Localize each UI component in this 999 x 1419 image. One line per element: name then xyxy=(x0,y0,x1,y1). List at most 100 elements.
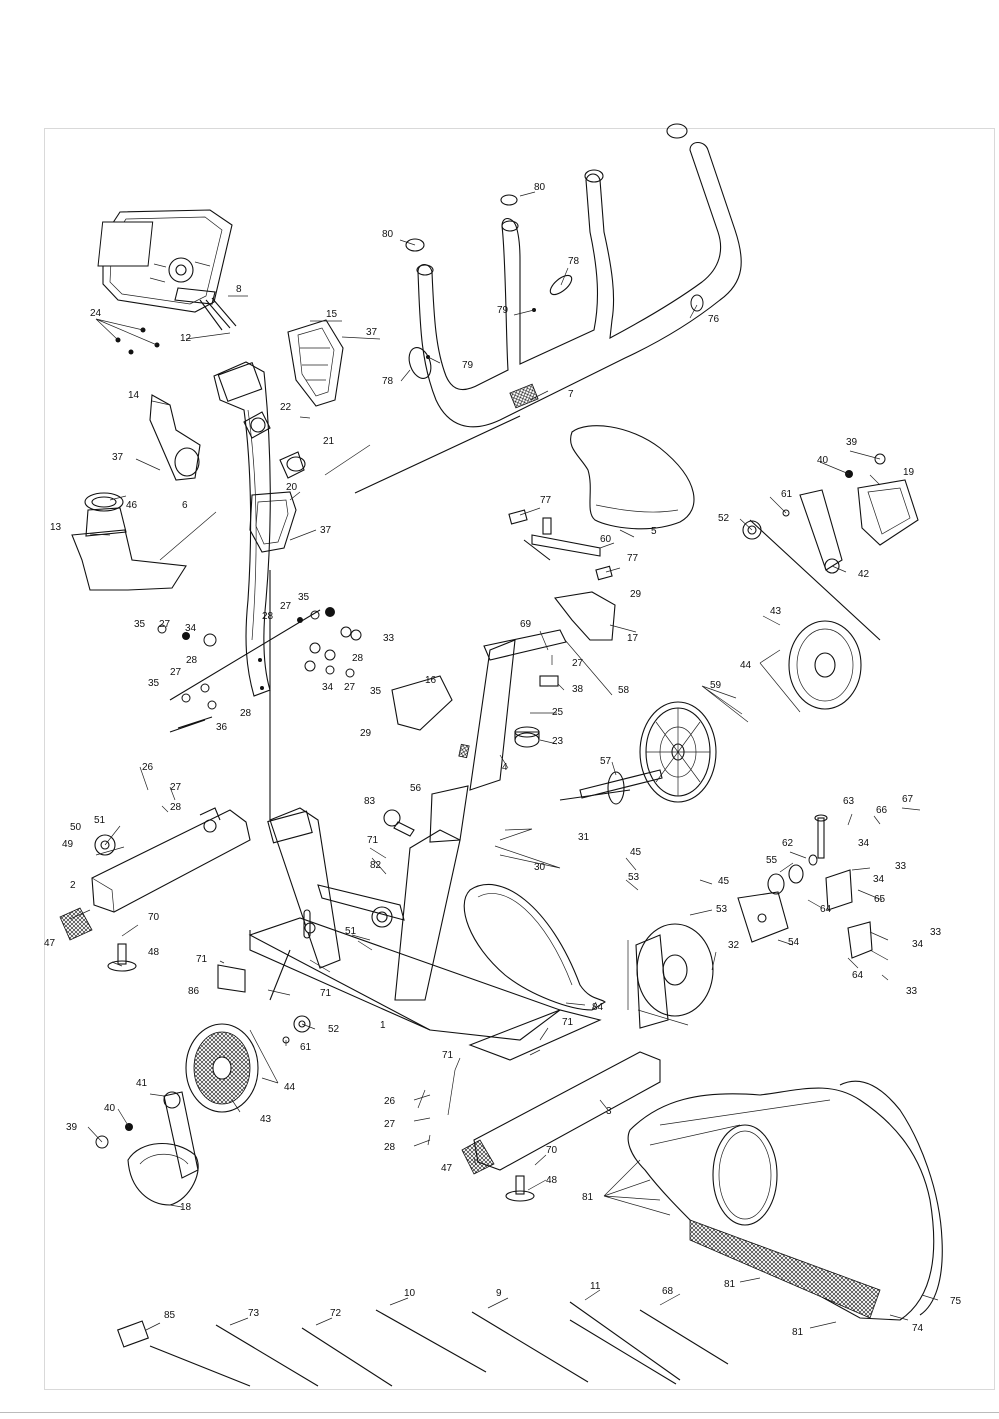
label-13: 13 xyxy=(50,522,62,533)
label-37-b: 37 xyxy=(112,452,124,463)
label-70-a: 70 xyxy=(148,912,160,923)
label-8: 8 xyxy=(236,284,242,295)
label-20: 20 xyxy=(286,482,298,493)
plate-86 xyxy=(217,964,246,993)
label-26-b: 26 xyxy=(384,1096,396,1107)
label-23: 23 xyxy=(552,736,564,747)
bracket-54 xyxy=(737,891,789,943)
adapter-85 xyxy=(117,1320,251,1387)
label-46: 46 xyxy=(126,500,138,511)
label-80-a: 80 xyxy=(382,229,394,240)
label-40-a: 40 xyxy=(817,455,829,466)
label-32: 32 xyxy=(728,940,740,951)
label-83: 83 xyxy=(364,796,376,807)
label-17: 17 xyxy=(627,633,639,644)
leader-lines xyxy=(69,191,939,1331)
label-28-e: 28 xyxy=(170,802,182,813)
seat-rail-60 xyxy=(531,517,601,557)
label-58: 58 xyxy=(618,685,630,696)
pulse-sensors-78 xyxy=(408,274,573,379)
label-64-a: 64 xyxy=(820,904,832,915)
idler-55-62 xyxy=(767,854,818,895)
side-cover-74 xyxy=(627,1080,943,1321)
label-84: 84 xyxy=(592,1002,604,1013)
label-29-a: 29 xyxy=(630,589,642,600)
label-71-d: 71 xyxy=(562,1017,574,1028)
label-45-b: 45 xyxy=(718,876,730,887)
label-27-f: 27 xyxy=(170,782,182,793)
label-27-g: 27 xyxy=(384,1119,396,1130)
label-33-c: 33 xyxy=(930,927,942,938)
label-41: 41 xyxy=(136,1078,148,1089)
label-78-a: 78 xyxy=(568,256,580,267)
label-27-d: 27 xyxy=(344,682,356,693)
label-77-b: 77 xyxy=(627,553,639,564)
label-9: 9 xyxy=(496,1288,502,1299)
label-30: 30 xyxy=(534,862,546,873)
label-49: 49 xyxy=(62,839,74,850)
label-79-b: 79 xyxy=(462,360,474,371)
label-34-d: 34 xyxy=(873,874,885,885)
label-28-a: 28 xyxy=(262,611,274,622)
label-75: 75 xyxy=(950,1296,962,1307)
seat-caps-77 xyxy=(508,509,613,581)
label-34-c: 34 xyxy=(858,838,870,849)
cup-holder-13 xyxy=(71,492,187,591)
crank-hardware-right xyxy=(742,453,886,540)
label-65: 65 xyxy=(874,894,886,905)
label-22: 22 xyxy=(280,402,292,413)
flywheel-32 xyxy=(627,923,714,1029)
label-38: 38 xyxy=(572,684,584,695)
cover-14 xyxy=(149,394,201,481)
label-35-c: 35 xyxy=(370,686,382,697)
label-25: 25 xyxy=(552,707,564,718)
label-60: 60 xyxy=(600,534,612,545)
label-71-b: 71 xyxy=(196,954,208,965)
bottom-rule xyxy=(0,1412,999,1413)
label-37-a: 37 xyxy=(366,327,378,338)
seat-5 xyxy=(570,425,695,530)
screws-24 xyxy=(115,327,160,355)
label-57: 57 xyxy=(600,756,612,767)
label-35-a: 35 xyxy=(298,592,310,603)
label-44-a: 44 xyxy=(740,660,752,671)
label-68: 68 xyxy=(662,1286,674,1297)
bolts-left-cluster xyxy=(157,607,362,733)
axle-57 xyxy=(579,769,663,805)
label-47-b: 47 xyxy=(441,1163,453,1174)
label-56: 56 xyxy=(410,783,422,794)
label-33-d: 33 xyxy=(906,986,918,997)
label-54: 54 xyxy=(788,937,800,948)
label-48-a: 48 xyxy=(148,947,160,958)
label-4: 4 xyxy=(502,762,508,773)
transport-wheel-50 xyxy=(94,834,116,856)
front-stabilizer-2 xyxy=(91,807,251,913)
label-10: 10 xyxy=(404,1288,416,1299)
label-5: 5 xyxy=(651,526,657,537)
label-63: 63 xyxy=(843,796,855,807)
disc-cover-43-right xyxy=(788,620,862,710)
label-19: 19 xyxy=(903,467,915,478)
label-34-e: 34 xyxy=(912,939,924,950)
label-15: 15 xyxy=(326,309,338,320)
cable-68 xyxy=(639,1309,729,1365)
label-61-b: 61 xyxy=(300,1042,312,1053)
label-80-b: 80 xyxy=(534,182,546,193)
label-6: 6 xyxy=(182,500,188,511)
pulley-58 xyxy=(639,701,717,803)
pedal-19 xyxy=(857,479,919,546)
label-39-b: 39 xyxy=(66,1122,78,1133)
label-29-b: 29 xyxy=(360,728,372,739)
bottle-holder-20 xyxy=(249,491,297,553)
label-67: 67 xyxy=(902,794,914,805)
label-79-a: 79 xyxy=(497,305,509,316)
label-72: 72 xyxy=(330,1308,342,1319)
label-33-a: 33 xyxy=(383,633,395,644)
label-52-a: 52 xyxy=(718,513,730,524)
console-drawing xyxy=(97,209,233,313)
label-47-a: 47 xyxy=(44,938,56,949)
label-81-b: 81 xyxy=(724,1279,736,1290)
label-71-c: 71 xyxy=(320,988,332,999)
label-51-b: 51 xyxy=(345,926,357,937)
label-81-a: 81 xyxy=(582,1192,594,1203)
